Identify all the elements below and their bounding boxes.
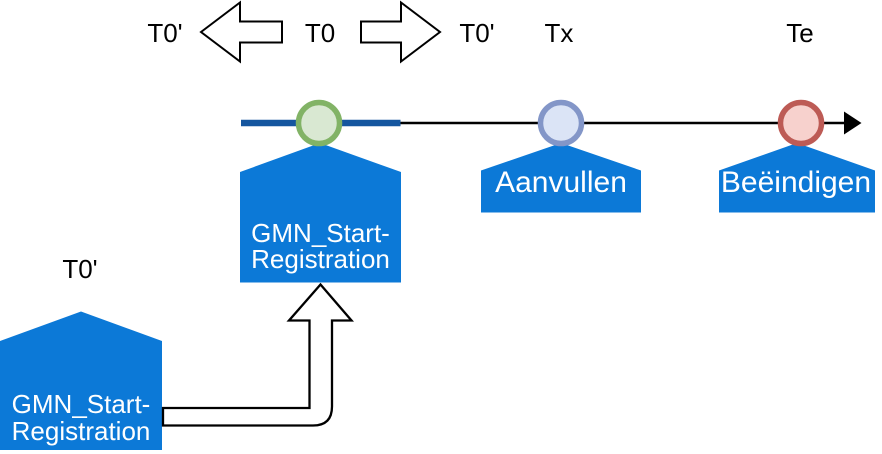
pentagon-aanvullen — [481, 143, 641, 213]
caption-aanvullen: Aanvullen — [495, 166, 627, 199]
milestone-tx-circle — [537, 99, 585, 147]
milestone-t0-circle — [295, 99, 343, 147]
label-tx: Tx — [544, 18, 574, 48]
caption-line: GMN_Start- — [251, 218, 390, 248]
pentagon-start-registration-top — [240, 143, 401, 283]
caption-line: Registration — [251, 244, 390, 274]
block-arrow-left-icon — [199, 0, 283, 64]
pentagon-beeindigen — [719, 143, 875, 213]
label-te: Te — [786, 18, 814, 48]
caption-beeindigen: Beëindigen — [720, 166, 872, 199]
caption-line: GMN_Start- — [11, 389, 151, 419]
label-t0: T0 — [304, 18, 336, 48]
elbow-arrow-up-icon — [161, 282, 355, 427]
timeline-arrowhead-icon — [844, 111, 862, 135]
pentagon-start-registration-bottom — [0, 311, 162, 450]
caption-start-registration-top: GMN_Start- Registration — [240, 220, 401, 272]
label-t0-prime-left: T0' — [147, 18, 183, 48]
label-t0-prime-right: T0' — [459, 18, 495, 48]
caption-start-registration-bottom: GMN_Start- Registration — [0, 391, 162, 445]
label-t0-prime-bottom: T0' — [62, 254, 98, 284]
milestone-te-circle — [777, 99, 825, 147]
caption-line: Registration — [11, 416, 151, 446]
block-arrow-right-icon — [360, 0, 442, 64]
